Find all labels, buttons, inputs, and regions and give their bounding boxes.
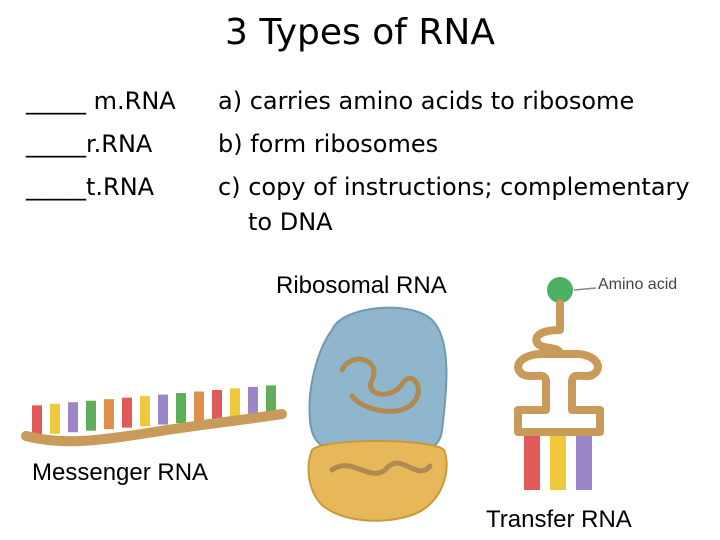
mrna-base — [158, 394, 168, 425]
mrna-bases — [32, 385, 276, 436]
mrna-base — [104, 399, 114, 430]
definition-a: a) carries amino acids to ribosome — [218, 87, 635, 115]
ribosome-small-subunit — [307, 440, 448, 522]
mrna-base — [194, 391, 204, 422]
trna-bases — [524, 434, 592, 490]
ribosome-illustration — [307, 306, 448, 522]
mrna-base — [176, 393, 186, 424]
mrna-base — [140, 396, 150, 427]
definition-c-continued: to DNA — [248, 208, 333, 236]
amino-acid-ball — [547, 277, 573, 303]
trna-backbone — [514, 299, 604, 436]
blank-trna: _____t.RNA — [26, 173, 155, 201]
trna-anticodon-base — [550, 434, 566, 490]
definition-b: b) form ribosomes — [218, 130, 439, 158]
slide-title: 3 Types of RNA — [225, 12, 495, 53]
amino-acid-pointer — [573, 287, 597, 291]
mrna-base — [230, 388, 240, 419]
mrna-base — [32, 405, 42, 436]
mrna-backbone — [21, 409, 287, 447]
definition-list: a) carries amino acids to ribosome b) fo… — [218, 80, 690, 244]
mrna-base — [50, 403, 60, 434]
ribosome-large-subunit — [308, 306, 448, 458]
mrna-base — [266, 385, 276, 416]
mrna-base — [212, 389, 222, 420]
ribosome-rna-strand — [329, 356, 433, 476]
mrna-base — [248, 386, 258, 417]
mrna-base — [68, 402, 78, 433]
trna-anticodon-base — [576, 434, 592, 490]
trna-illustration — [514, 277, 604, 490]
definition-c: c) copy of instructions; complementary — [218, 173, 690, 201]
blank-list: _____ m.RNA _____r.RNA _____t.RNA — [26, 80, 176, 209]
trna-anticodon-base — [524, 434, 540, 490]
amino-acid-label: Amino acid — [598, 276, 678, 293]
mrna-base — [122, 397, 132, 428]
blank-rrna: _____r.RNA — [26, 130, 153, 158]
mrna-base — [86, 400, 96, 431]
transfer-rna-label: Transfer RNA — [486, 506, 632, 533]
ribosomal-rna-label: Ribosomal RNA — [276, 272, 447, 299]
mrna-illustration — [21, 385, 287, 447]
messenger-rna-label: Messenger RNA — [32, 459, 209, 486]
blank-mrna: _____ m.RNA — [26, 87, 176, 115]
